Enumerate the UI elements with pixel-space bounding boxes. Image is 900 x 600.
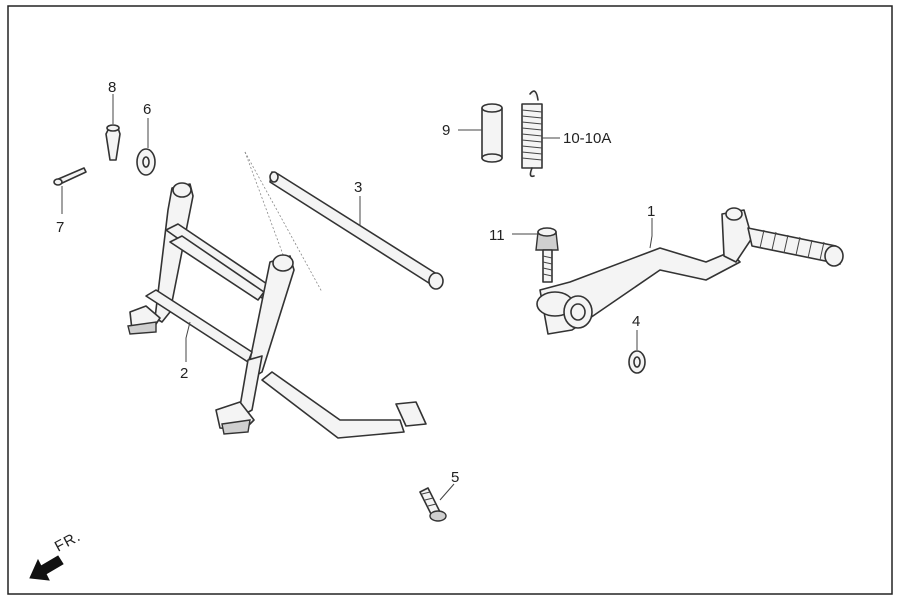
stand-washer: [136, 148, 156, 176]
callout-6: 6: [143, 101, 151, 118]
stand-bolt: [419, 487, 447, 522]
callout-2: 2: [180, 365, 188, 382]
leader-line: [185, 321, 191, 362]
main-stand: [127, 182, 427, 439]
kick-starter-arm: [536, 207, 844, 335]
kick-washer: [628, 350, 646, 374]
callout-11: 11: [489, 227, 505, 244]
front-arrow-icon: [29, 555, 64, 581]
front-direction-label: FR.: [52, 528, 84, 556]
stand-pin: [105, 124, 121, 161]
alignment-line: [244, 151, 323, 293]
callout-5: 5: [451, 469, 459, 486]
leader-line: [439, 483, 455, 501]
cotter-pin: [53, 167, 87, 186]
collar: [481, 103, 503, 163]
callout-10-10a: 10-10A: [563, 130, 611, 147]
callout-4: 4: [632, 313, 640, 330]
diagram-frame: [7, 5, 893, 595]
leader-line: [649, 218, 653, 249]
callout-9: 9: [442, 122, 450, 139]
callout-7: 7: [56, 219, 64, 236]
callout-1: 1: [647, 203, 655, 220]
stand-spring: [521, 90, 543, 178]
alignment-line: [244, 151, 286, 261]
pivot-shaft: [269, 171, 444, 290]
kick-bolt: [535, 227, 559, 283]
callout-3: 3: [354, 179, 362, 196]
callout-8: 8: [108, 79, 116, 96]
